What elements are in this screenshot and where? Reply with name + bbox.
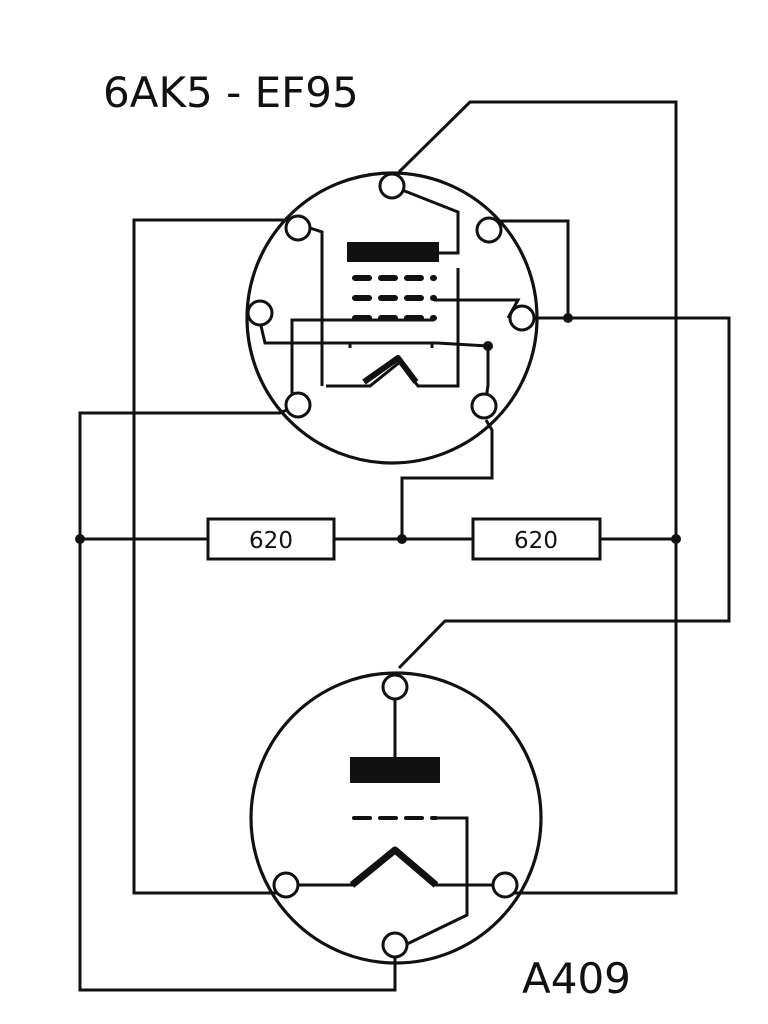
tube-a409-envelope [249, 671, 543, 965]
wire-upper-right-bracket [490, 219, 570, 318]
lead-a409-grid [404, 816, 469, 947]
tube-a409-pin-left [272, 871, 300, 899]
tube-6ak5-pin-right [508, 304, 536, 332]
a409-filament [349, 846, 439, 888]
junctions [75, 313, 681, 544]
tube-6ak5-pin-top [378, 172, 406, 200]
wire-upper-left-rail [132, 218, 298, 895]
lead-grid3 [290, 318, 434, 404]
junction-mid [397, 534, 407, 544]
junction-cathode-internal [483, 341, 493, 351]
tube-6ak5-pin-upper-right [475, 216, 503, 244]
tube-6ak5-pin-left [246, 299, 274, 327]
wire-far-left-rail [78, 403, 397, 992]
tube-a409-pin-top [381, 673, 409, 701]
resistor-right: 620 [471, 517, 602, 561]
a409-plate-electrode [350, 757, 440, 783]
resistor-left-value: 620 [249, 528, 293, 554]
heater-filament [362, 355, 419, 385]
wire-top-pin-right-rail [397, 100, 678, 895]
junction-right [671, 534, 681, 544]
plate-electrode [347, 242, 439, 262]
lead-cathode-link [436, 341, 489, 348]
lead-cathode [484, 346, 490, 401]
tube-6ak5-pin-lower-right [470, 392, 498, 420]
tube-6ak5-pin-lower-left [284, 391, 312, 419]
tube-6ak5 [245, 171, 539, 465]
wire-plate-feed [397, 316, 731, 670]
tube-a409-pin-bottom [381, 931, 409, 959]
title-6ak5-ef95: 6AK5 - EF95 [103, 68, 359, 117]
tube-6ak5-pin-upper-left [284, 214, 312, 242]
lead-screen [434, 298, 521, 319]
lead-plate [391, 184, 460, 255]
junction-left [75, 534, 85, 544]
resistor-left: 620 [206, 517, 336, 561]
lead-heater [326, 268, 460, 388]
lead-left-inner [309, 226, 324, 386]
title-a409: A409 [522, 954, 631, 1003]
tube-a409 [249, 671, 543, 965]
junction-upper-right [563, 313, 573, 323]
tube-a409-pin-right [491, 871, 519, 899]
resistor-right-value: 620 [514, 528, 558, 554]
